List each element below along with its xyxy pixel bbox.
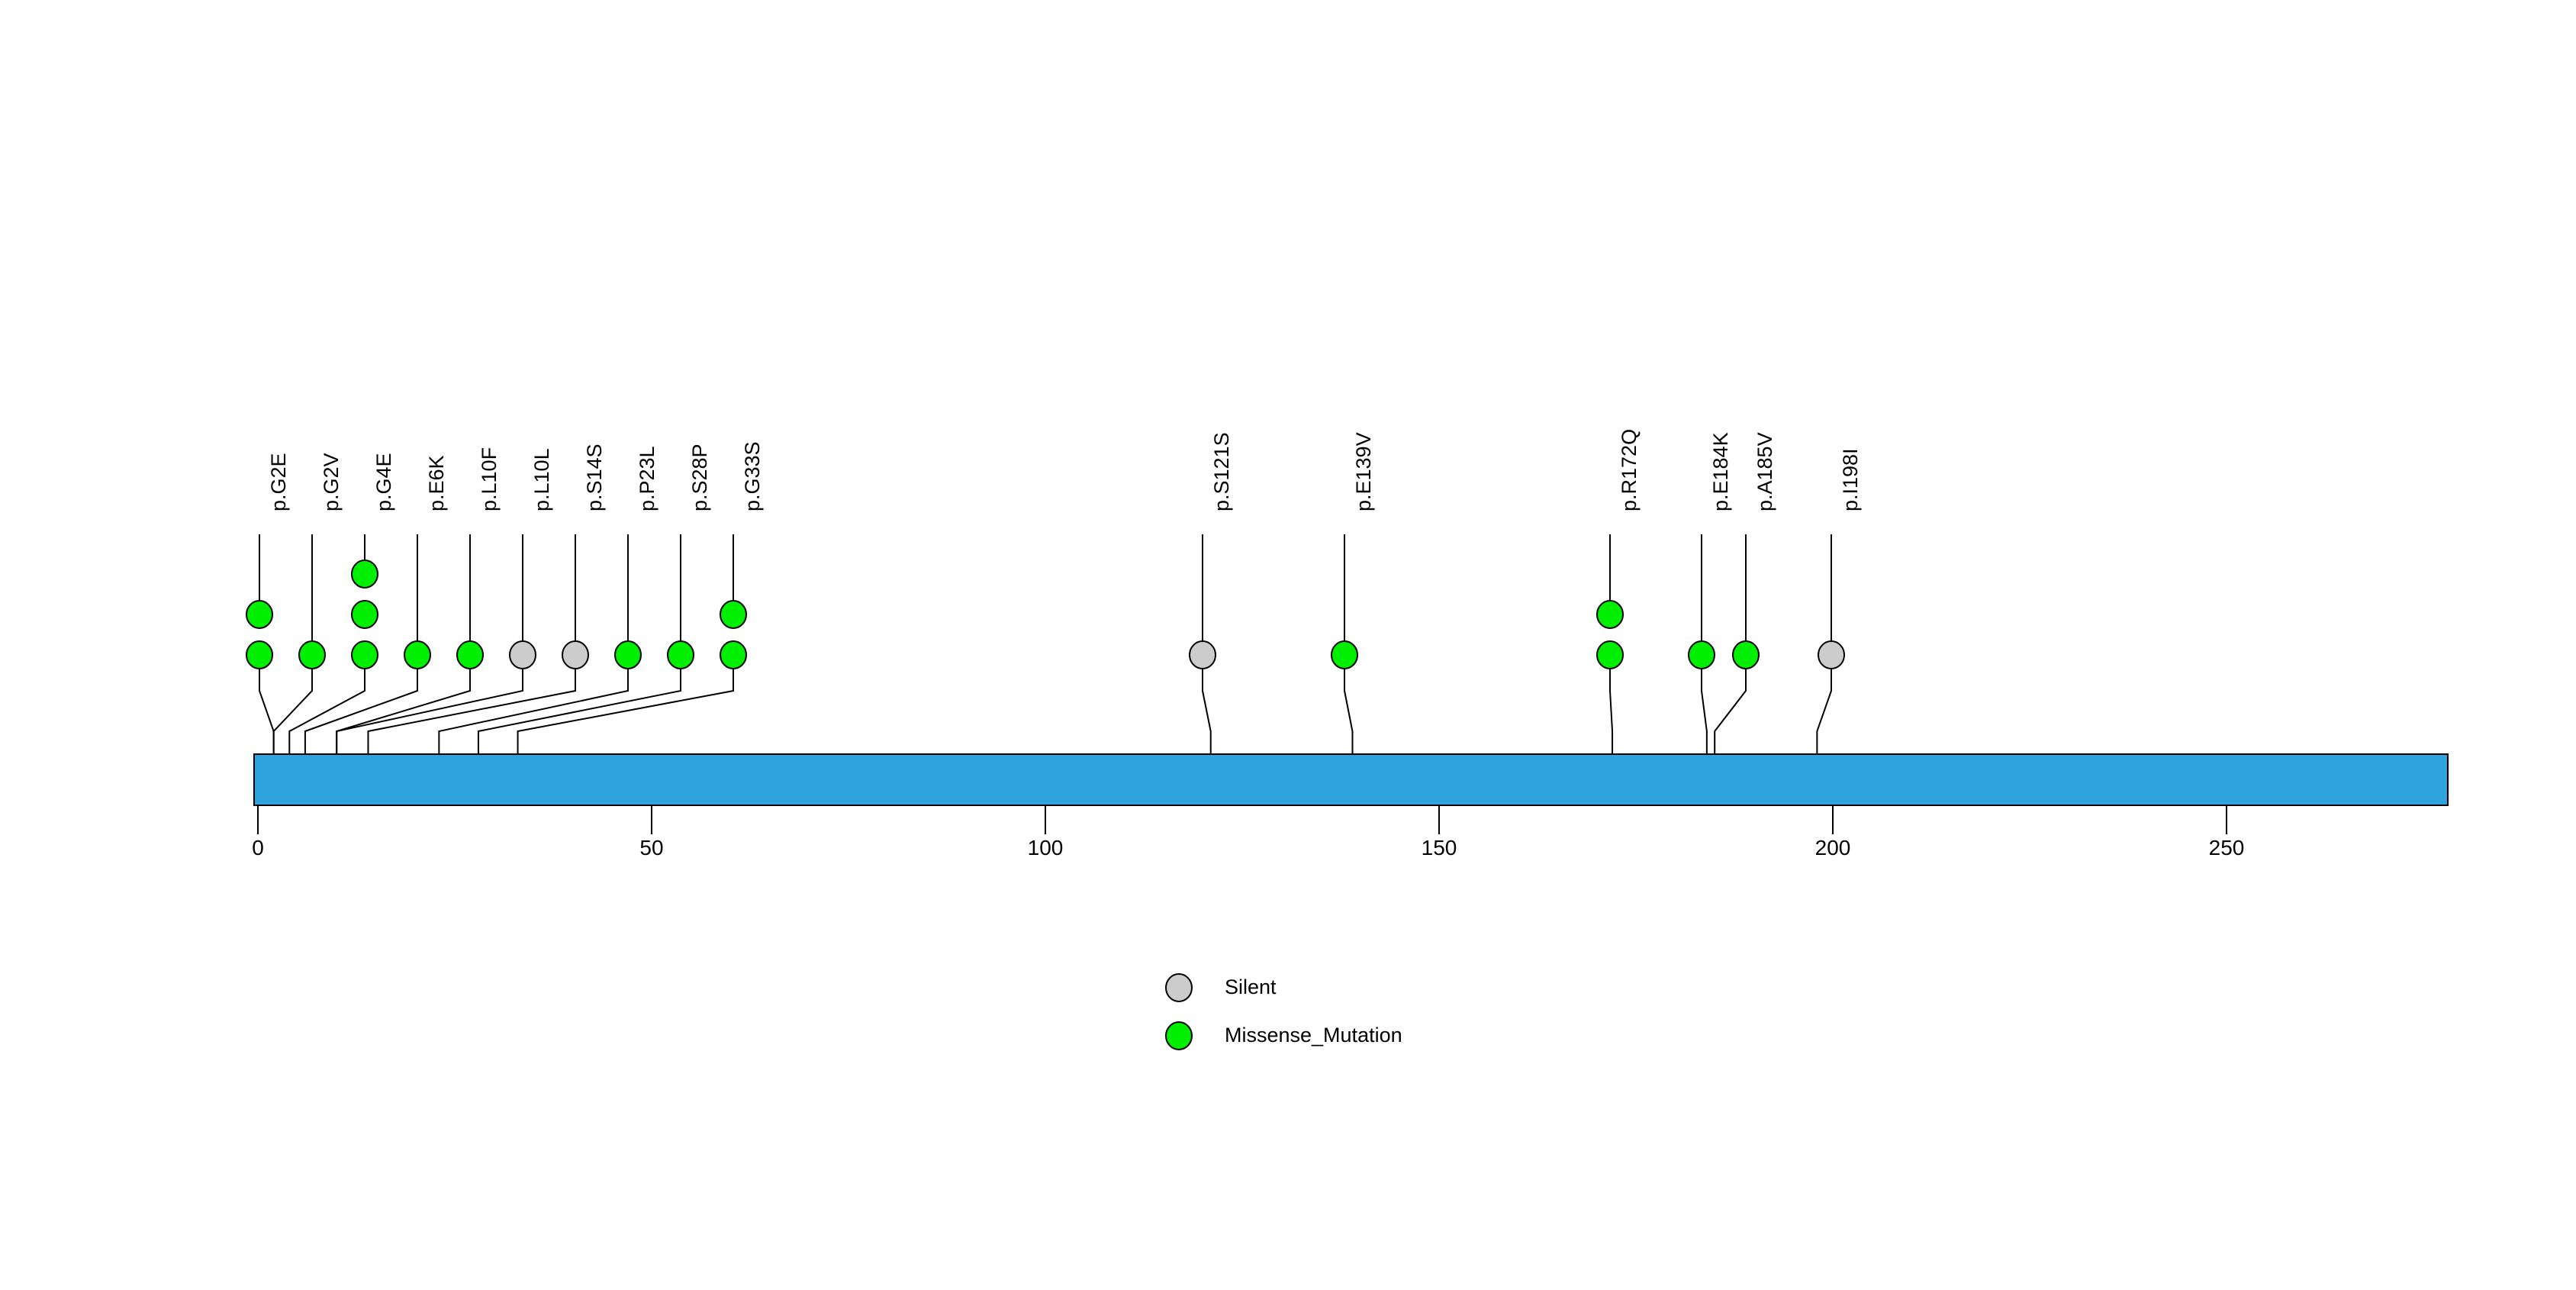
legend-swatch-missense_mutation[interactable] <box>1165 1021 1193 1050</box>
mutation-marker-missense[interactable] <box>720 600 747 629</box>
mutation-marker-missense[interactable] <box>1732 640 1760 669</box>
mutation-marker-missense[interactable] <box>1596 640 1624 669</box>
protein-domain-bar <box>253 753 2449 806</box>
legend-label: Missense_Mutation <box>1225 1024 1402 1047</box>
legend-swatch-silent[interactable] <box>1165 973 1193 1002</box>
mutation-label: p.E139V <box>1352 432 1375 511</box>
legend-markers-layer <box>1165 973 1193 1050</box>
mutation-marker-missense[interactable] <box>720 640 747 669</box>
mutation-label: p.S28P <box>688 443 711 511</box>
mutation-marker-missense[interactable] <box>246 600 273 629</box>
protein-bar-layer <box>253 753 2449 806</box>
axis-tick-label: 150 <box>1421 836 1457 859</box>
mutation-label: p.R172Q <box>1618 428 1641 511</box>
mutation-label: p.E6K <box>425 455 448 511</box>
axis-tick-label: 0 <box>252 836 264 859</box>
mutation-label: p.G33S <box>741 441 764 511</box>
mutation-marker-missense[interactable] <box>404 640 431 669</box>
axis-layer <box>257 805 2227 834</box>
axis-tick-label: 50 <box>639 836 664 859</box>
mutation-marker-silent[interactable] <box>1818 640 1845 669</box>
axis-tick-label: 200 <box>1814 836 1851 859</box>
mutation-marker-missense[interactable] <box>298 640 326 669</box>
mutation-marker-missense[interactable] <box>246 640 273 669</box>
mutation-marker-missense[interactable] <box>1331 640 1358 669</box>
mutation-label: p.L10L <box>530 448 553 511</box>
mutation-label: p.I198I <box>1839 448 1862 511</box>
mutation-marker-missense[interactable] <box>351 560 378 589</box>
legend-label: Silent <box>1225 976 1277 998</box>
mutation-marker-missense[interactable] <box>351 640 378 669</box>
mutation-marker-missense[interactable] <box>1688 640 1715 669</box>
mutation-label: p.G2V <box>320 453 343 511</box>
mutation-label: p.S121S <box>1210 432 1233 511</box>
mutation-marker-missense[interactable] <box>351 600 378 629</box>
mutation-marker-silent[interactable] <box>509 640 536 669</box>
mutation-marker-silent[interactable] <box>1189 640 1216 669</box>
mutation-label: p.P23L <box>636 446 658 511</box>
axis-tick-label: 100 <box>1027 836 1064 859</box>
mutation-label: p.G4E <box>372 453 395 511</box>
mutation-marker-missense[interactable] <box>667 640 694 669</box>
mutation-label: p.G2E <box>267 453 290 511</box>
mutation-label: p.E184K <box>1709 432 1732 511</box>
mutation-marker-missense[interactable] <box>456 640 484 669</box>
mutation-marker-missense[interactable] <box>614 640 642 669</box>
mutation-marker-missense[interactable] <box>1596 600 1624 629</box>
axis-tick-label: 250 <box>2208 836 2245 859</box>
mutation-marker-silent[interactable] <box>562 640 589 669</box>
mutation-label: p.A185V <box>1753 432 1776 511</box>
mutation-label: p.L10F <box>478 447 501 511</box>
lollipop-markers-layer <box>246 534 1845 669</box>
mutation-label: p.S14S <box>583 443 606 511</box>
